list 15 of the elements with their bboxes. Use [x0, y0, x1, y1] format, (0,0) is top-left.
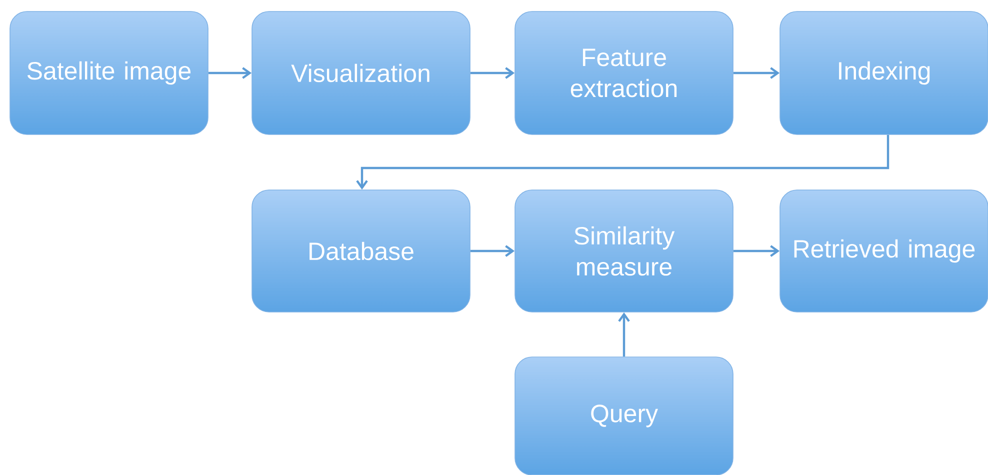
- arrow: [733, 245, 780, 257]
- arrow: [356, 134, 890, 190]
- process-box: Database: [252, 190, 470, 312]
- process-box: Visualization: [252, 11, 470, 135]
- process-box: Retrieved image: [780, 190, 988, 312]
- process-box: Feature extraction: [514, 11, 734, 135]
- arrow: [208, 67, 252, 79]
- arrow: [733, 67, 780, 79]
- arrow: [470, 67, 515, 79]
- process-box: Similarity measure: [514, 190, 734, 312]
- process-box: Indexing: [780, 11, 988, 135]
- arrow: [470, 245, 515, 257]
- process-box: Satellite image: [10, 11, 208, 135]
- arrow: [618, 312, 630, 357]
- process-box: Query: [514, 356, 734, 475]
